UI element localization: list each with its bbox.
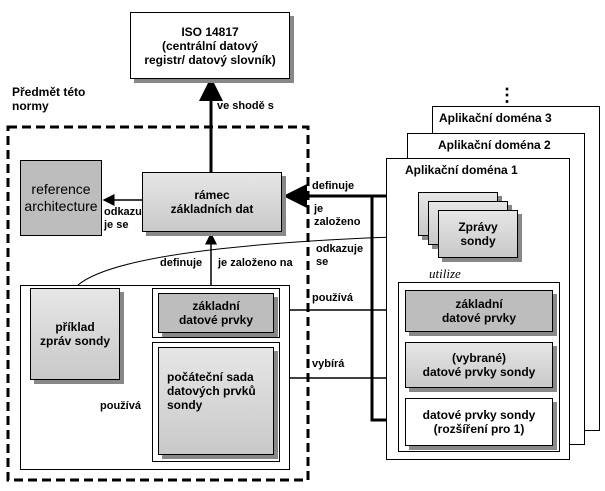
scope-dashed-border bbox=[6, 125, 310, 482]
iso-box: ISO 14817 (centrální datový registr/ dat… bbox=[130, 12, 290, 79]
zakladni-right-label: základní datové prvky bbox=[441, 297, 517, 325]
zpravy-card: Zprávy sondy bbox=[438, 210, 518, 258]
zakladni-right-box: základní datové prvky bbox=[405, 290, 553, 332]
label-je-zalozeno-na: je založeno na bbox=[218, 257, 293, 269]
utilize-label: utilize bbox=[429, 266, 461, 281]
reference-architecture-label: reference architecture bbox=[24, 181, 98, 214]
label-pouziva-right: používá bbox=[312, 292, 353, 304]
label-odkazuje-right: odkazuje se bbox=[316, 243, 364, 268]
label-definuje-mid: definuje bbox=[160, 257, 203, 269]
vybrane-label: (vybrané) datové prvky sondy bbox=[422, 351, 536, 379]
ramec-label: rámec základních dat bbox=[170, 188, 254, 216]
reference-architecture-box: reference architecture bbox=[20, 160, 102, 236]
label-pouziva-left: používá bbox=[100, 400, 141, 412]
vybrane-box: (vybrané) datové prvky sondy bbox=[405, 342, 553, 388]
scope-title: Předmět této normy bbox=[12, 85, 86, 113]
pocatecni-label: počáteční sada datových prvků sondy bbox=[167, 370, 256, 412]
domain-1-title: Aplikační doména 1 bbox=[405, 163, 518, 177]
domain-3-title: Aplikační doména 3 bbox=[439, 111, 552, 125]
label-odkazuje-left: odkazu je se bbox=[104, 206, 142, 231]
label-definuje-right: definuje bbox=[312, 180, 355, 192]
curve-odkazuje bbox=[77, 235, 421, 286]
iso-label: ISO 14817 (centrální datový registr/ dat… bbox=[144, 24, 276, 67]
rozsireni-label: datové prvky sondy (rozšíření pro 1) bbox=[422, 408, 536, 436]
domain-2-title: Aplikační doména 2 bbox=[438, 138, 551, 152]
ramec-box: rámec základních dat bbox=[142, 172, 282, 232]
zpravy-label: Zprávy sondy bbox=[458, 220, 498, 248]
rozsireni-box: datové prvky sondy (rozšíření pro 1) bbox=[405, 398, 553, 446]
label-ve-shode: ve shodě s bbox=[217, 100, 274, 112]
priklad-box: příklad zpráv sondy bbox=[30, 288, 120, 380]
priklad-label: příklad zpráv sondy bbox=[39, 320, 111, 348]
label-je-zalozeno-right: je založeno bbox=[314, 203, 361, 228]
label-vybira: vybírá bbox=[312, 358, 345, 370]
zakladni-left-box: základní datové prvky bbox=[158, 293, 274, 333]
zakladni-left-label: základní datové prvky bbox=[178, 299, 254, 327]
pocatecni-box: počáteční sada datových prvků sondy bbox=[158, 347, 274, 455]
more-domains-dots: ⋮ bbox=[498, 85, 516, 105]
